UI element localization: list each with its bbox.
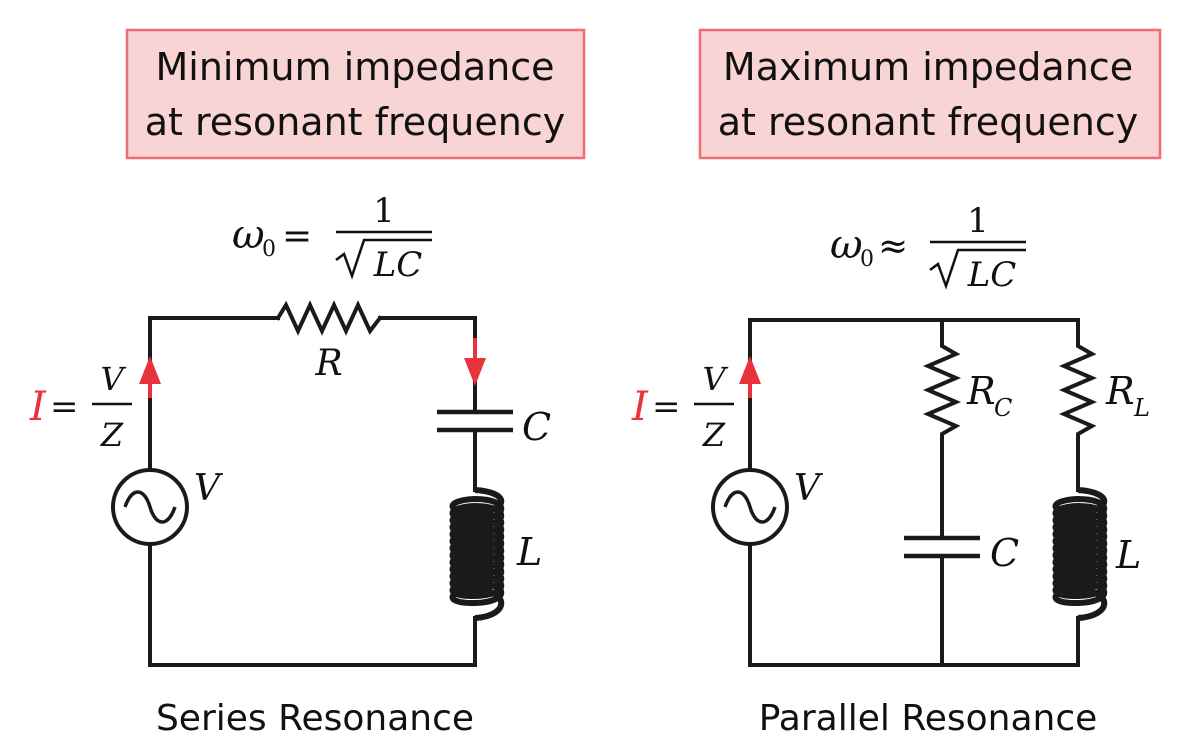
series-radical-sign [335, 238, 432, 280]
parallel-box-line-1: Maximum impedance [723, 45, 1133, 89]
series-resistor [275, 300, 383, 336]
parallel-capacitor-label: C [990, 531, 1019, 575]
series-info-box [125, 28, 586, 160]
series-resistor-label: R [314, 343, 342, 384]
parallel-radical-sign [929, 248, 1026, 290]
series-box-line-1: Minimum impedance [155, 45, 554, 89]
series-current-numerator: V [100, 360, 126, 398]
series-wire-bottom [148, 543, 477, 667]
parallel-current-equals: = [652, 387, 681, 427]
series-inductor-label: L [516, 530, 542, 574]
series-wire-left-top [148, 316, 280, 472]
parallel-resistor-l-subscript: L [1133, 394, 1150, 422]
series-current-equals: = [50, 387, 79, 427]
series-panel: Minimum impedance at resonant frequency … [29, 28, 586, 739]
parallel-current-numerator: V [702, 360, 728, 398]
series-omega-subscript: 0 [262, 237, 276, 262]
series-radicand: LC [373, 245, 423, 285]
parallel-info-box [698, 28, 1162, 160]
parallel-box-line-2: at resonant frequency [718, 100, 1139, 144]
parallel-resistor-l [1058, 338, 1098, 442]
parallel-resistor-c [922, 338, 962, 442]
parallel-source-label: V [794, 468, 824, 509]
parallel-omega: ω [830, 222, 863, 268]
parallel-relation: ≈ [878, 226, 908, 267]
parallel-inductor-label: L [1115, 533, 1141, 577]
parallel-omega-subscript: 0 [860, 247, 874, 272]
parallel-resonance-formula: ω 0 ≈ 1 LC [830, 201, 1026, 295]
series-wire-right-top [378, 316, 477, 414]
series-inductor [449, 487, 505, 621]
parallel-panel: Maximum impedance at resonant frequency … [631, 28, 1162, 739]
parallel-sine-icon [723, 490, 777, 524]
parallel-inductor [1052, 487, 1108, 621]
parallel-wire-top [748, 318, 1080, 472]
series-source-label: V [194, 468, 224, 509]
series-current-arrow-down [464, 358, 486, 386]
parallel-current-symbol: I [631, 384, 649, 430]
series-current-arrow-up [139, 356, 161, 384]
parallel-caption: Parallel Resonance [759, 698, 1098, 739]
series-current-symbol: I [29, 384, 47, 430]
series-resonance-formula: ω 0 = 1 LC [232, 191, 432, 285]
parallel-wire-bottom [748, 543, 1080, 667]
series-caption: Series Resonance [156, 698, 474, 739]
series-box-line-2: at resonant frequency [145, 100, 566, 144]
series-omega: ω [232, 212, 265, 258]
parallel-numerator: 1 [967, 201, 989, 241]
series-capacitor-label: C [522, 405, 551, 449]
series-sine-icon [123, 490, 177, 524]
parallel-radicand: LC [967, 255, 1017, 295]
series-numerator: 1 [373, 191, 395, 231]
parallel-current-denominator: Z [702, 416, 726, 454]
parallel-resistor-c-subscript: C [994, 394, 1012, 422]
parallel-current-arrow-up [739, 356, 761, 384]
series-current-denominator: Z [100, 416, 124, 454]
series-relation: = [282, 216, 312, 257]
parallel-resistor-c-label: R [966, 369, 996, 413]
parallel-resistor-l-label: R [1105, 369, 1135, 413]
